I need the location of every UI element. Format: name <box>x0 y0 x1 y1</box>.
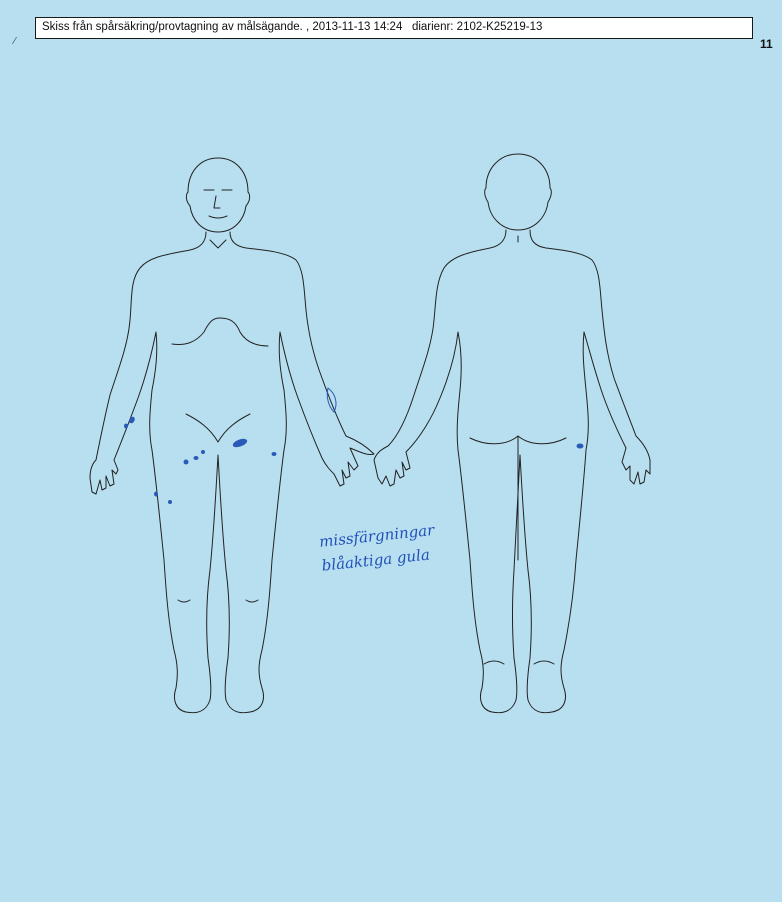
bruise-mark <box>125 424 128 428</box>
bruise-mark <box>202 451 205 454</box>
back-head <box>485 154 552 230</box>
front-collar <box>210 240 226 248</box>
front-head <box>186 158 249 232</box>
bruise-marks <box>125 388 584 504</box>
bruise-mark <box>129 416 135 423</box>
front-body-outline <box>90 232 374 713</box>
bruise-mark <box>194 457 198 460</box>
bruise-mark <box>169 501 172 504</box>
back-body-outline <box>374 230 650 713</box>
front-figure <box>90 158 374 713</box>
front-groin <box>186 414 250 442</box>
bruise-mark <box>232 438 247 448</box>
back-figure <box>374 154 650 713</box>
front-chest-line <box>172 318 268 346</box>
bruise-mark <box>272 453 276 456</box>
bruise-mark <box>155 492 158 496</box>
back-knees <box>484 661 554 664</box>
front-face <box>204 190 232 218</box>
bruise-mark <box>577 444 583 448</box>
bruise-mark <box>184 460 188 464</box>
front-knees <box>178 600 258 602</box>
bruise-outline <box>327 388 336 412</box>
